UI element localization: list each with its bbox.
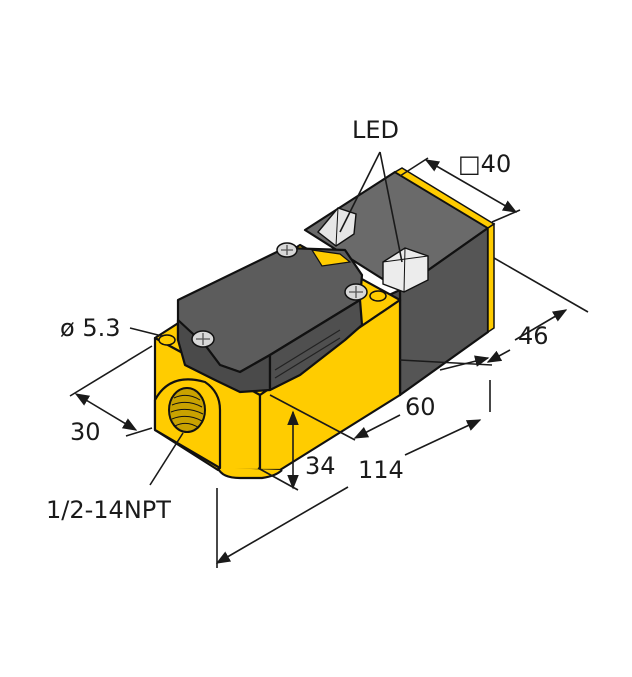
- dimension-46: [486, 349, 511, 363]
- label-total-114: 114: [358, 456, 404, 484]
- label-height-34: 34: [305, 452, 336, 480]
- led-leader-1: [339, 151, 381, 233]
- led-leader-2: [379, 151, 403, 263]
- label-hole-diameter: ø 5.3: [60, 314, 120, 342]
- label-depth-46: 46: [518, 322, 549, 350]
- thread-leader: [149, 432, 184, 486]
- dimension-30: [74, 393, 138, 431]
- screw-2: [344, 283, 368, 301]
- led-window-2: [382, 247, 429, 293]
- dimension-60: [353, 414, 401, 439]
- terminal-cover: [176, 246, 364, 394]
- screw-3: [276, 242, 298, 258]
- label-thread: 1/2-14NPT: [46, 496, 171, 524]
- label-width-30: 30: [70, 418, 101, 446]
- dimension-114: [215, 486, 349, 564]
- label-length-60: 60: [405, 393, 436, 421]
- dimension-40: [424, 159, 518, 213]
- screw-1: [191, 330, 215, 348]
- conduit-thread-boss: [153, 378, 222, 470]
- hole-leader: [129, 327, 163, 337]
- label-led: LED: [352, 116, 399, 144]
- label-face-size: □40: [458, 150, 511, 178]
